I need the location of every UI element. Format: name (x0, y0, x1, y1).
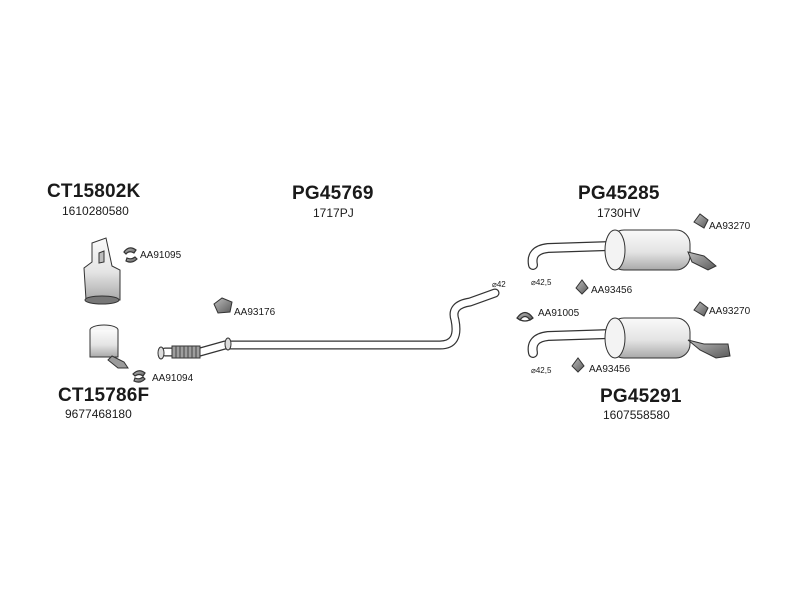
catalytic-converter-1 (83, 237, 121, 305)
flexible-joint (171, 345, 201, 359)
accessory-code: AA91095 (140, 250, 182, 261)
accessory-code: AA91094 (152, 373, 194, 384)
clamp-icon (132, 370, 146, 383)
diameter-label: ⌀42,5 (531, 366, 552, 375)
accessory-code: AA93456 (589, 364, 631, 375)
pipe-flange (157, 337, 232, 360)
part-code-cat2: CT15786F (58, 385, 150, 406)
clamp-icon (123, 247, 138, 263)
part-code-rear1: PG45285 (578, 183, 660, 204)
part-code-rear2: PG45291 (600, 386, 682, 407)
part-code-cat1: CT15802K (47, 181, 141, 202)
part-code-pipe: PG45769 (292, 183, 374, 204)
clamp-icon (516, 311, 534, 322)
accessory-code: AA93176 (234, 307, 276, 318)
oe-number-rear2: 1607558580 (603, 408, 670, 422)
oe-number-cat2: 9677468180 (65, 407, 132, 421)
accessory-code: AA93270 (709, 306, 751, 317)
hanger-icon (575, 213, 709, 295)
middle-pipe (160, 288, 500, 357)
hanger-icon (571, 301, 709, 373)
diameter-label: ⌀42 (492, 280, 506, 289)
accessory-code: AA93270 (709, 221, 751, 232)
accessory-code: AA93456 (591, 285, 633, 296)
accessory-code: AA91005 (538, 308, 580, 319)
catalytic-converter-2 (89, 324, 129, 369)
oe-number-rear1: 1730HV (597, 206, 641, 220)
diameter-label: ⌀42,5 (531, 278, 552, 287)
oe-number-cat1: 1610280580 (62, 204, 129, 218)
rear-silencer-2 (527, 317, 731, 359)
rear-silencer-1 (527, 229, 717, 271)
oe-number-pipe: 1717PJ (313, 206, 354, 220)
rubber-mount-icon (213, 297, 233, 314)
